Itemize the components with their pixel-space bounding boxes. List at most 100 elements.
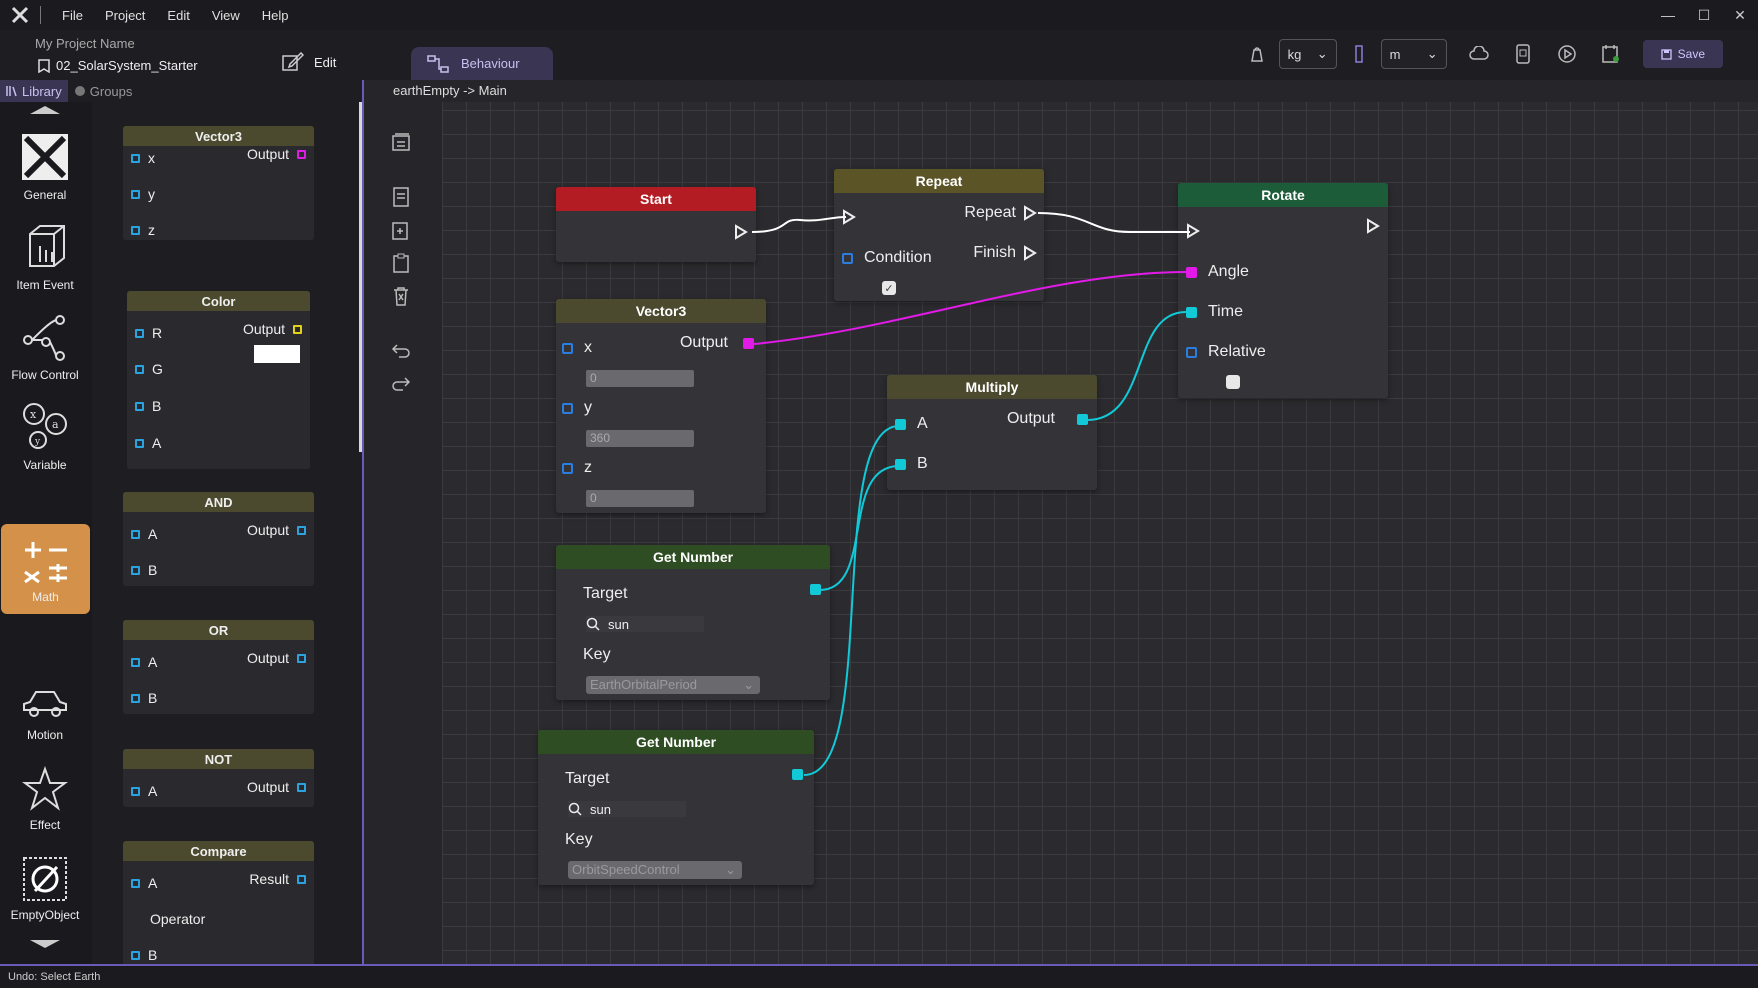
input-port[interactable] bbox=[131, 786, 140, 796]
node-get-number-2[interactable]: Get Number Target sun Key OrbitSpeedCont… bbox=[538, 730, 814, 885]
input-port[interactable] bbox=[131, 529, 140, 539]
a-port[interactable] bbox=[895, 419, 906, 430]
category-empty-object[interactable]: EmptyObject bbox=[0, 842, 90, 932]
add-node-icon[interactable] bbox=[389, 218, 413, 242]
exec-in-icon[interactable] bbox=[1186, 223, 1200, 239]
input-port[interactable] bbox=[131, 693, 140, 703]
input-port[interactable] bbox=[135, 438, 144, 448]
relative-checkbox[interactable] bbox=[1226, 375, 1240, 389]
x-value-input[interactable]: 0 bbox=[586, 370, 694, 387]
target-search-field[interactable]: sun bbox=[568, 801, 686, 817]
close-icon[interactable]: ✕ bbox=[1734, 6, 1746, 23]
palette-node-vector3[interactable]: Vector3 x y z Output bbox=[123, 126, 314, 240]
output-port[interactable] bbox=[297, 782, 306, 792]
z-value-input[interactable]: 0 bbox=[586, 490, 694, 507]
angle-port[interactable] bbox=[1186, 267, 1197, 278]
panel-divider[interactable] bbox=[362, 80, 364, 966]
x-port[interactable] bbox=[562, 343, 573, 354]
relative-port[interactable] bbox=[1186, 347, 1197, 358]
menu-help[interactable]: Help bbox=[261, 7, 289, 23]
key-dropdown[interactable]: OrbitSpeedControl ⌄ bbox=[568, 861, 742, 879]
project-name[interactable]: My Project Name bbox=[35, 36, 135, 51]
z-port[interactable] bbox=[562, 463, 573, 474]
category-effect[interactable]: Effect bbox=[0, 752, 90, 842]
tab-behaviour[interactable]: Behaviour bbox=[411, 47, 553, 80]
input-port[interactable] bbox=[135, 401, 144, 411]
target-search-field[interactable]: sun bbox=[586, 616, 704, 632]
input-port[interactable] bbox=[131, 950, 140, 960]
exec-finish-out-icon[interactable] bbox=[1023, 245, 1037, 261]
input-port[interactable] bbox=[131, 189, 140, 199]
condition-checkbox[interactable]: ✓ bbox=[882, 281, 896, 295]
output-port[interactable] bbox=[297, 874, 306, 884]
palette-scrollbar[interactable] bbox=[359, 102, 362, 452]
output-port[interactable] bbox=[297, 149, 306, 159]
y-port[interactable] bbox=[562, 403, 573, 414]
edit-button[interactable]: Edit bbox=[282, 52, 336, 72]
input-port[interactable] bbox=[135, 328, 144, 338]
scroll-down-icon[interactable] bbox=[30, 940, 60, 948]
input-port[interactable] bbox=[131, 878, 140, 888]
key-dropdown[interactable]: EarthOrbitalPeriod ⌄ bbox=[586, 676, 760, 694]
scene-selector[interactable]: 02_SolarSystem_Starter bbox=[38, 58, 198, 73]
output-port[interactable] bbox=[297, 653, 306, 663]
length-unit-select[interactable]: m ⌄ bbox=[1380, 39, 1447, 69]
output-port[interactable] bbox=[810, 584, 821, 595]
document-icon[interactable] bbox=[389, 185, 413, 209]
palette-node-color[interactable]: Color R G B A Output bbox=[127, 291, 310, 469]
save-button[interactable]: Save bbox=[1642, 40, 1723, 68]
category-flow-control[interactable]: Flow Control bbox=[0, 302, 90, 392]
output-port[interactable] bbox=[792, 769, 803, 780]
fit-view-icon[interactable] bbox=[389, 130, 413, 154]
tab-library[interactable]: Library bbox=[0, 80, 68, 102]
input-port[interactable] bbox=[131, 225, 140, 235]
palette-node-compare[interactable]: Compare A Operator B Result bbox=[123, 841, 314, 964]
tab-groups[interactable]: Groups bbox=[68, 80, 139, 102]
menu-view[interactable]: View bbox=[211, 7, 240, 23]
input-port[interactable] bbox=[131, 153, 140, 163]
palette-node-not[interactable]: NOT A Output bbox=[123, 749, 314, 807]
exec-out-icon[interactable] bbox=[734, 224, 748, 240]
node-repeat[interactable]: Repeat Repeat Finish Condition ✓ bbox=[834, 169, 1044, 301]
category-general[interactable]: General bbox=[0, 122, 90, 212]
exec-repeat-out-icon[interactable] bbox=[1023, 205, 1037, 221]
b-port[interactable] bbox=[895, 459, 906, 470]
maximize-icon[interactable]: ☐ bbox=[1697, 6, 1711, 23]
cloud-sync-icon[interactable] bbox=[1465, 40, 1493, 68]
redo-icon[interactable] bbox=[389, 372, 413, 396]
exec-in-icon[interactable] bbox=[842, 209, 856, 225]
menu-file[interactable]: File bbox=[62, 7, 83, 23]
category-item-event[interactable]: Item Event bbox=[0, 212, 90, 302]
output-port[interactable] bbox=[293, 324, 302, 334]
node-get-number-1[interactable]: Get Number Target sun Key EarthOrbitalPe… bbox=[556, 545, 830, 700]
minimize-icon[interactable]: — bbox=[1661, 7, 1675, 23]
paste-icon[interactable] bbox=[389, 251, 413, 275]
publish-icon[interactable] bbox=[1597, 40, 1625, 68]
menu-edit[interactable]: Edit bbox=[167, 7, 190, 23]
output-port[interactable] bbox=[1077, 414, 1088, 425]
device-preview-icon[interactable] bbox=[1509, 40, 1537, 68]
node-start[interactable]: Start bbox=[556, 187, 756, 262]
category-motion[interactable]: Motion bbox=[0, 662, 90, 752]
time-port[interactable] bbox=[1186, 307, 1197, 318]
y-value-input[interactable]: 360 bbox=[586, 430, 694, 447]
undo-icon[interactable] bbox=[389, 339, 413, 363]
palette-node-and[interactable]: AND A B Output bbox=[123, 492, 314, 586]
play-icon[interactable] bbox=[1553, 40, 1581, 68]
exec-out-icon[interactable] bbox=[1366, 218, 1380, 234]
scroll-up-icon[interactable] bbox=[30, 106, 60, 114]
output-port[interactable] bbox=[743, 338, 754, 349]
input-port[interactable] bbox=[131, 565, 140, 575]
palette-node-or[interactable]: OR A B Output bbox=[123, 620, 314, 714]
node-vector3[interactable]: Vector3 Output x 0 y 360 z 0 bbox=[556, 299, 766, 513]
category-math[interactable]: Math bbox=[1, 524, 90, 614]
input-port[interactable] bbox=[135, 364, 144, 374]
input-port[interactable] bbox=[131, 657, 140, 667]
condition-port[interactable] bbox=[842, 253, 853, 264]
node-rotate[interactable]: Rotate Angle Time Relative bbox=[1178, 183, 1388, 398]
output-port[interactable] bbox=[297, 525, 306, 535]
color-swatch[interactable] bbox=[254, 345, 300, 363]
node-multiply[interactable]: Multiply A B Output bbox=[887, 375, 1097, 490]
mass-unit-select[interactable]: kg ⌄ bbox=[1278, 39, 1337, 69]
